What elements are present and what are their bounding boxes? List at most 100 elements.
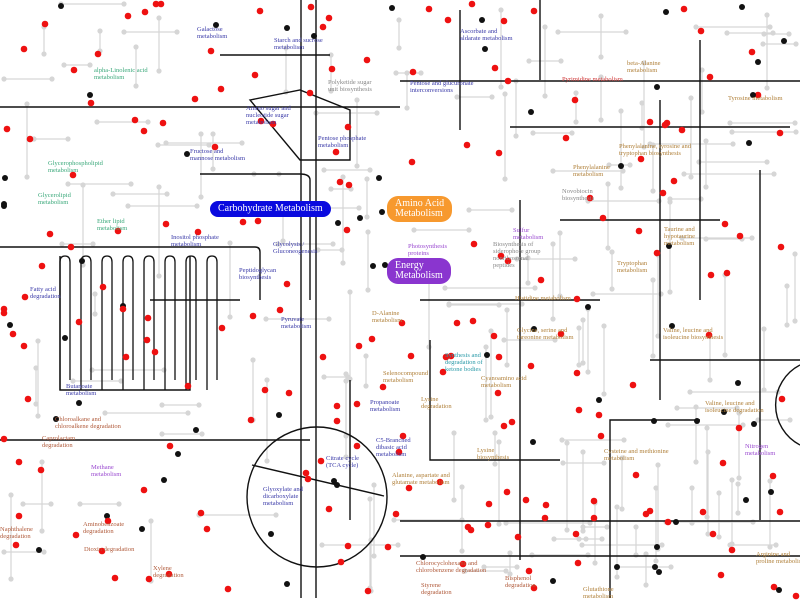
pathway-pentose-glucuronate[interactable]: Pentose and glucuronate interconversions bbox=[410, 80, 474, 94]
pathway-bisphenol[interactable]: Bisphenol degradation bbox=[505, 575, 536, 589]
active-compound-node bbox=[399, 432, 407, 440]
pathway-siderophore[interactable]: Biosynthesis of siderophore group nonrib… bbox=[493, 241, 541, 269]
pathway-alpha-linolenic[interactable]: alpha-Linolenic acid metabolism bbox=[94, 67, 148, 81]
pathway-val-leu-ile-biosynthesis[interactable]: Valine, leucine and isoleucine biosynthe… bbox=[663, 327, 724, 341]
inactive-compound-node bbox=[365, 287, 371, 293]
inactive-compound-node bbox=[688, 174, 694, 180]
active-compound-node bbox=[508, 418, 516, 426]
pathway-tryptophan[interactable]: Tryptophan metabolism bbox=[617, 260, 648, 274]
pathway-fatty-acid-degradation[interactable]: Fatty acid degradation bbox=[30, 286, 61, 300]
inactive-compound-node bbox=[550, 168, 556, 174]
pathway-ether-lipid[interactable]: Ether lipid metabolism bbox=[97, 218, 128, 232]
inactive-compound-node bbox=[647, 141, 653, 147]
active-compound-node bbox=[484, 521, 492, 529]
pathway-arg-pro[interactable]: Arginine and proline metabolism bbox=[756, 551, 800, 565]
compound-node bbox=[53, 416, 59, 422]
pathway-glutathione[interactable]: Glutathione metabolism bbox=[583, 586, 614, 600]
pathway-pyruvate[interactable]: Pyruvate metabolism bbox=[281, 316, 312, 330]
category-carbohydrate-metabolism[interactable]: Carbohydrate Metabolism bbox=[210, 201, 331, 217]
compound-node bbox=[479, 17, 485, 23]
inactive-compound-node bbox=[760, 41, 766, 47]
pathway-propanoate[interactable]: Propanoate metabolism bbox=[370, 399, 401, 413]
inactive-compound-node bbox=[526, 58, 532, 64]
inactive-compound-node bbox=[156, 15, 162, 21]
inactive-compound-node bbox=[501, 337, 507, 343]
pathway-styrene[interactable]: Styrene degradation bbox=[421, 582, 452, 596]
pathway-lysine-biosynthesis[interactable]: Lysine biosynthesis bbox=[477, 447, 510, 461]
pathway-inositol-phosphate[interactable]: Inositol phosphate metabolism bbox=[171, 234, 219, 248]
pathway-c5-branched[interactable]: C5-Branched dibasic acid metabolism bbox=[376, 437, 411, 458]
pathway-tca-cycle[interactable]: Citrate cycle (TCA cycle) bbox=[326, 455, 360, 469]
pathway-beta-alanine[interactable]: beta-Alanine metabolism bbox=[627, 60, 661, 74]
pathway-glyoxylate[interactable]: Glyoxylate and dicarboxylate metabolism bbox=[263, 486, 303, 507]
active-compound-node bbox=[572, 530, 580, 538]
pathway-glycerophospholipid[interactable]: Glycerophospholipid metabolism bbox=[48, 160, 103, 174]
inactive-compound-node bbox=[319, 542, 325, 548]
pathway-ascorbate[interactable]: Ascorbate and aldarate metabolism bbox=[460, 28, 513, 42]
pathway-polyketide[interactable]: Polyketide sugar unit biosynthesis bbox=[328, 79, 372, 93]
pathway-photosynthesis-proteins[interactable]: Photosynthesis proteins bbox=[408, 243, 448, 257]
pathway-chlorocyclohexane[interactable]: Chlorocyclohexane and chlorobenzene degr… bbox=[416, 560, 487, 574]
inactive-compound-node bbox=[159, 402, 165, 408]
inactive-compound-node bbox=[347, 289, 353, 295]
pathway-dioxin[interactable]: Dioxin degradation bbox=[84, 546, 135, 553]
pathway-methane[interactable]: Methane metabolism bbox=[91, 464, 122, 478]
pathway-butanoate[interactable]: Butanoate metabolism bbox=[66, 383, 97, 397]
active-compound-node bbox=[469, 317, 477, 325]
pathway-lysine-degradation[interactable]: Lysine degradation bbox=[421, 396, 452, 410]
pathway-phe-tyr-trp-biosynthesis[interactable]: Phenylalanine, tyrosine and tryptophan b… bbox=[619, 143, 692, 157]
category-amino-acid-metabolism[interactable]: Amino Acid Metabolism bbox=[387, 196, 453, 222]
inactive-compound-node bbox=[116, 501, 122, 507]
pathway-starch-sucrose[interactable]: Starch and sucrose metabolism bbox=[274, 37, 323, 51]
pathway-selenocompound[interactable]: Selenocompound metabolism bbox=[383, 370, 429, 384]
category-energy-metabolism[interactable]: Energy Metabolism bbox=[387, 258, 451, 284]
active-compound-node bbox=[629, 381, 637, 389]
active-compound-node bbox=[468, 0, 476, 8]
inactive-compound-node bbox=[426, 344, 432, 350]
pathway-fructose-mannose[interactable]: Fructose and mannose metabolism bbox=[190, 148, 246, 162]
pathway-gly-ser-thr[interactable]: Glycine, serine and threonine metabolism bbox=[517, 327, 574, 341]
active-compound-node bbox=[159, 119, 167, 127]
inactive-compound-node bbox=[328, 52, 334, 58]
active-compound-node bbox=[470, 240, 478, 248]
active-compound-node bbox=[769, 472, 777, 480]
pathway-glycolysis[interactable]: Glycolysis / Gluconeogenesis bbox=[273, 241, 318, 255]
pathway-aminobenzoate[interactable]: Aminobenzoate degradation bbox=[83, 521, 125, 535]
pathway-xylene[interactable]: Xylene degradation bbox=[153, 565, 184, 579]
pathway-pentose-phosphate[interactable]: Pentose phosphate metabolism bbox=[318, 135, 367, 149]
active-compound-node bbox=[595, 411, 603, 419]
pathway-cys-met[interactable]: Cysteine and methionine metabolism bbox=[604, 448, 669, 462]
pathway-pyrimidine[interactable]: Pyrimidine metabolism bbox=[562, 76, 623, 83]
compound-node bbox=[751, 421, 757, 427]
compound-node bbox=[376, 175, 382, 181]
active-compound-node bbox=[319, 353, 327, 361]
pathway-d-alanine[interactable]: D-Alanine metabolism bbox=[372, 310, 403, 324]
pathway-galactose[interactable]: Galactose metabolism bbox=[197, 26, 228, 40]
active-compound-node bbox=[20, 45, 28, 53]
pathway-peptidoglycan[interactable]: Peptidoglycan biosynthesis bbox=[239, 267, 277, 281]
active-compound-node bbox=[75, 318, 83, 326]
pathway-sulfur[interactable]: Sulfur metabolism bbox=[513, 227, 544, 241]
pathway-novobiocin[interactable]: Novobiocin biosynthesis bbox=[562, 188, 595, 202]
pathway-taurine[interactable]: Taurine and hypotaurine metabolism bbox=[664, 226, 696, 247]
pathway-ketone-bodies[interactable]: Synthesis and degradation of ketone bodi… bbox=[445, 352, 483, 373]
active-compound-node bbox=[111, 574, 119, 582]
active-compound-node bbox=[98, 547, 106, 555]
pathway-glycerolipid[interactable]: Glycerolipid metabolism bbox=[38, 192, 71, 206]
inactive-compound-node bbox=[650, 353, 656, 359]
pathway-val-leu-ile-degradation[interactable]: Valine, leucine and isoleucine degradati… bbox=[705, 400, 764, 414]
pathway-chloroalkane[interactable]: Chloroalkane and chloroalkene degradatio… bbox=[55, 416, 121, 430]
inactive-compound-node bbox=[125, 203, 131, 209]
pathway-cyanoamino[interactable]: Cyanoamino acid metabolism bbox=[481, 375, 527, 389]
pathway-histidine[interactable]: Histidine metabolism bbox=[515, 295, 571, 302]
pathway-phenylalanine[interactable]: Phenylalanine metabolism bbox=[573, 164, 610, 178]
pathway-amino-sugar[interactable]: Amino sugar and nucleotide sugar metabol… bbox=[246, 105, 291, 126]
pathway-naphthalene[interactable]: Naphthalene degradation bbox=[0, 526, 33, 540]
pathway-ala-asp-glu[interactable]: Alanine, aspartate and glutamate metabol… bbox=[392, 472, 450, 486]
active-compound-node bbox=[122, 353, 130, 361]
pathway-caprolactam[interactable]: Caprolactam degradation bbox=[42, 435, 76, 449]
pathway-tyrosine[interactable]: Tyrosine metabolism bbox=[728, 95, 783, 102]
pathway-nitrogen[interactable]: Nitrogen metabolism bbox=[745, 443, 776, 457]
